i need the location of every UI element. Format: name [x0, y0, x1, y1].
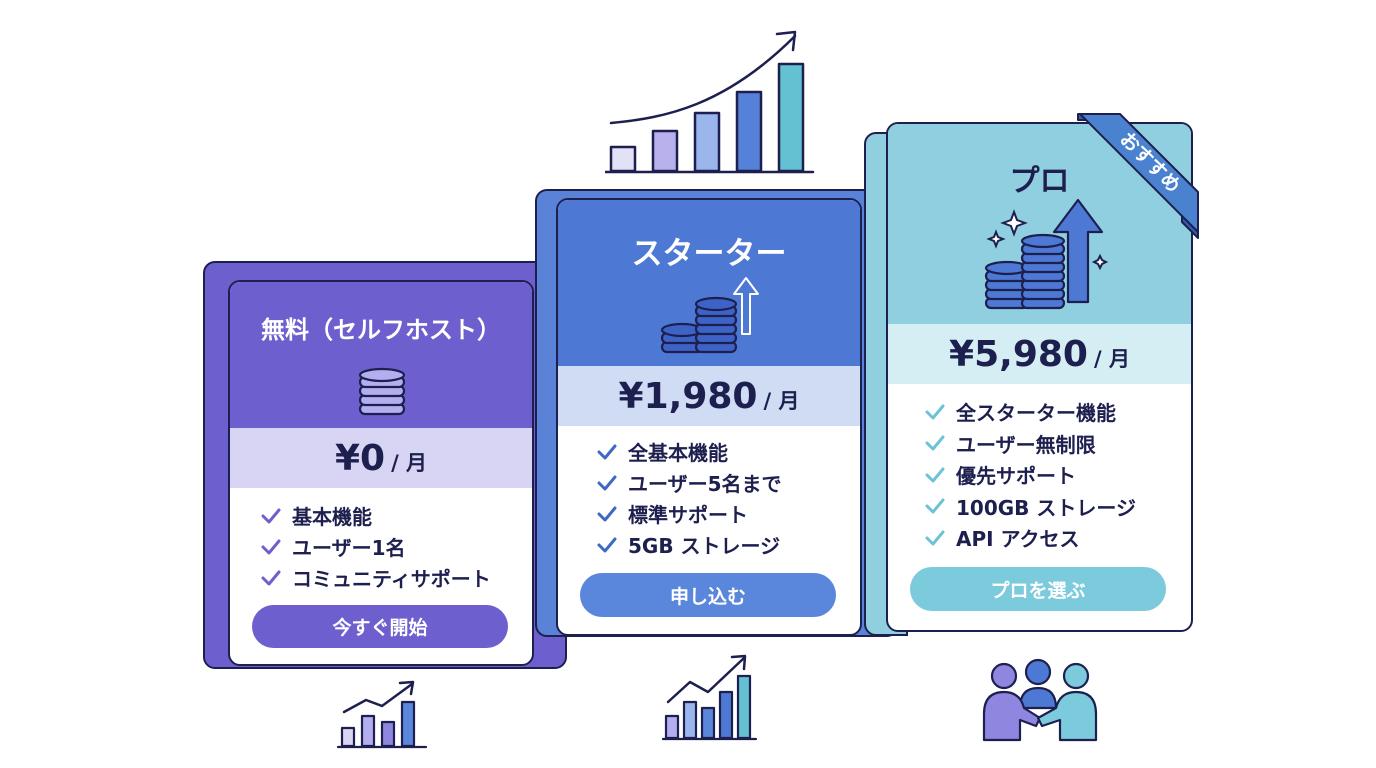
growth-chart-icon: [605, 30, 815, 174]
feature-item: API アクセス: [924, 522, 1191, 554]
plan-title: スターター: [631, 236, 787, 272]
plan-header-free: 無料（セルフホスト）: [230, 282, 532, 428]
feature-item: コミュニティサポート: [260, 562, 532, 593]
feature-list: 基本機能 ユーザー1名 コミュニティサポート: [260, 500, 532, 593]
feature-item: 5GB ストレージ: [596, 529, 860, 560]
recommended-ribbon: [1077, 113, 1199, 239]
plan-title: プロ: [1009, 164, 1070, 199]
price-period: / 月: [391, 451, 428, 475]
team-handshake-icon: [982, 658, 1098, 742]
plan-price-free: ¥0/ 月: [230, 428, 532, 488]
check-icon: [925, 467, 945, 483]
plan-card-starter: スターター ¥1,980/ 月 全基本機能 ユーザー5名まで: [556, 198, 862, 636]
check-icon: [261, 508, 281, 523]
feature-item: 100GB ストレージ: [924, 491, 1191, 523]
coins-with-large-up-arrow-icon: [984, 198, 1109, 310]
check-icon: [597, 537, 617, 552]
plan-price-starter: ¥1,980/ 月: [558, 366, 860, 426]
apply-button[interactable]: 申し込む: [580, 573, 836, 617]
price-period: / 月: [1093, 347, 1130, 371]
price-amount: ¥5,980: [949, 334, 1088, 375]
feature-item: ユーザー5名まで: [596, 467, 860, 498]
check-icon: [261, 539, 281, 554]
start-now-button[interactable]: 今すぐ開始: [252, 605, 508, 648]
feature-item: 優先サポート: [924, 459, 1191, 491]
coin-stack-icon: [358, 367, 406, 416]
check-icon: [597, 506, 617, 521]
price-amount: ¥0: [334, 438, 386, 479]
plan-card-pro: プロ: [886, 122, 1193, 632]
feature-item: 全スターター機能: [924, 396, 1191, 428]
plan-card-free: 無料（セルフホスト） ¥0/ 月 基本機能 ユーザー1名 コミュニティサポート …: [228, 280, 534, 666]
check-icon: [925, 530, 945, 546]
plan-title: 無料（セルフホスト）: [261, 316, 501, 344]
plan-price-pro: ¥5,980/ 月: [888, 324, 1191, 384]
feature-item: 標準サポート: [596, 498, 860, 529]
check-icon: [925, 435, 945, 451]
price-period: / 月: [763, 389, 800, 413]
feature-item: 全基本機能: [596, 436, 860, 467]
choose-pro-button[interactable]: プロを選ぶ: [910, 567, 1166, 611]
feature-item: 基本機能: [260, 500, 532, 531]
check-icon: [261, 570, 281, 585]
coins-with-up-arrow-icon: [660, 277, 759, 354]
price-amount: ¥1,980: [618, 376, 758, 417]
feature-list: 全基本機能 ユーザー5名まで 標準サポート 5GB ストレージ: [596, 436, 860, 560]
plan-header-starter: スターター: [558, 200, 860, 366]
feature-item: ユーザー1名: [260, 531, 532, 562]
check-icon: [597, 475, 617, 490]
small-growth-chart-icon: [336, 680, 428, 749]
feature-list: 全スターター機能 ユーザー無制限 優先サポート 100GB ストレージ API …: [924, 396, 1191, 554]
check-icon: [597, 444, 617, 459]
medium-growth-chart-icon: [662, 654, 758, 741]
check-icon: [925, 404, 945, 420]
feature-item: ユーザー無制限: [924, 428, 1191, 460]
check-icon: [925, 498, 945, 514]
